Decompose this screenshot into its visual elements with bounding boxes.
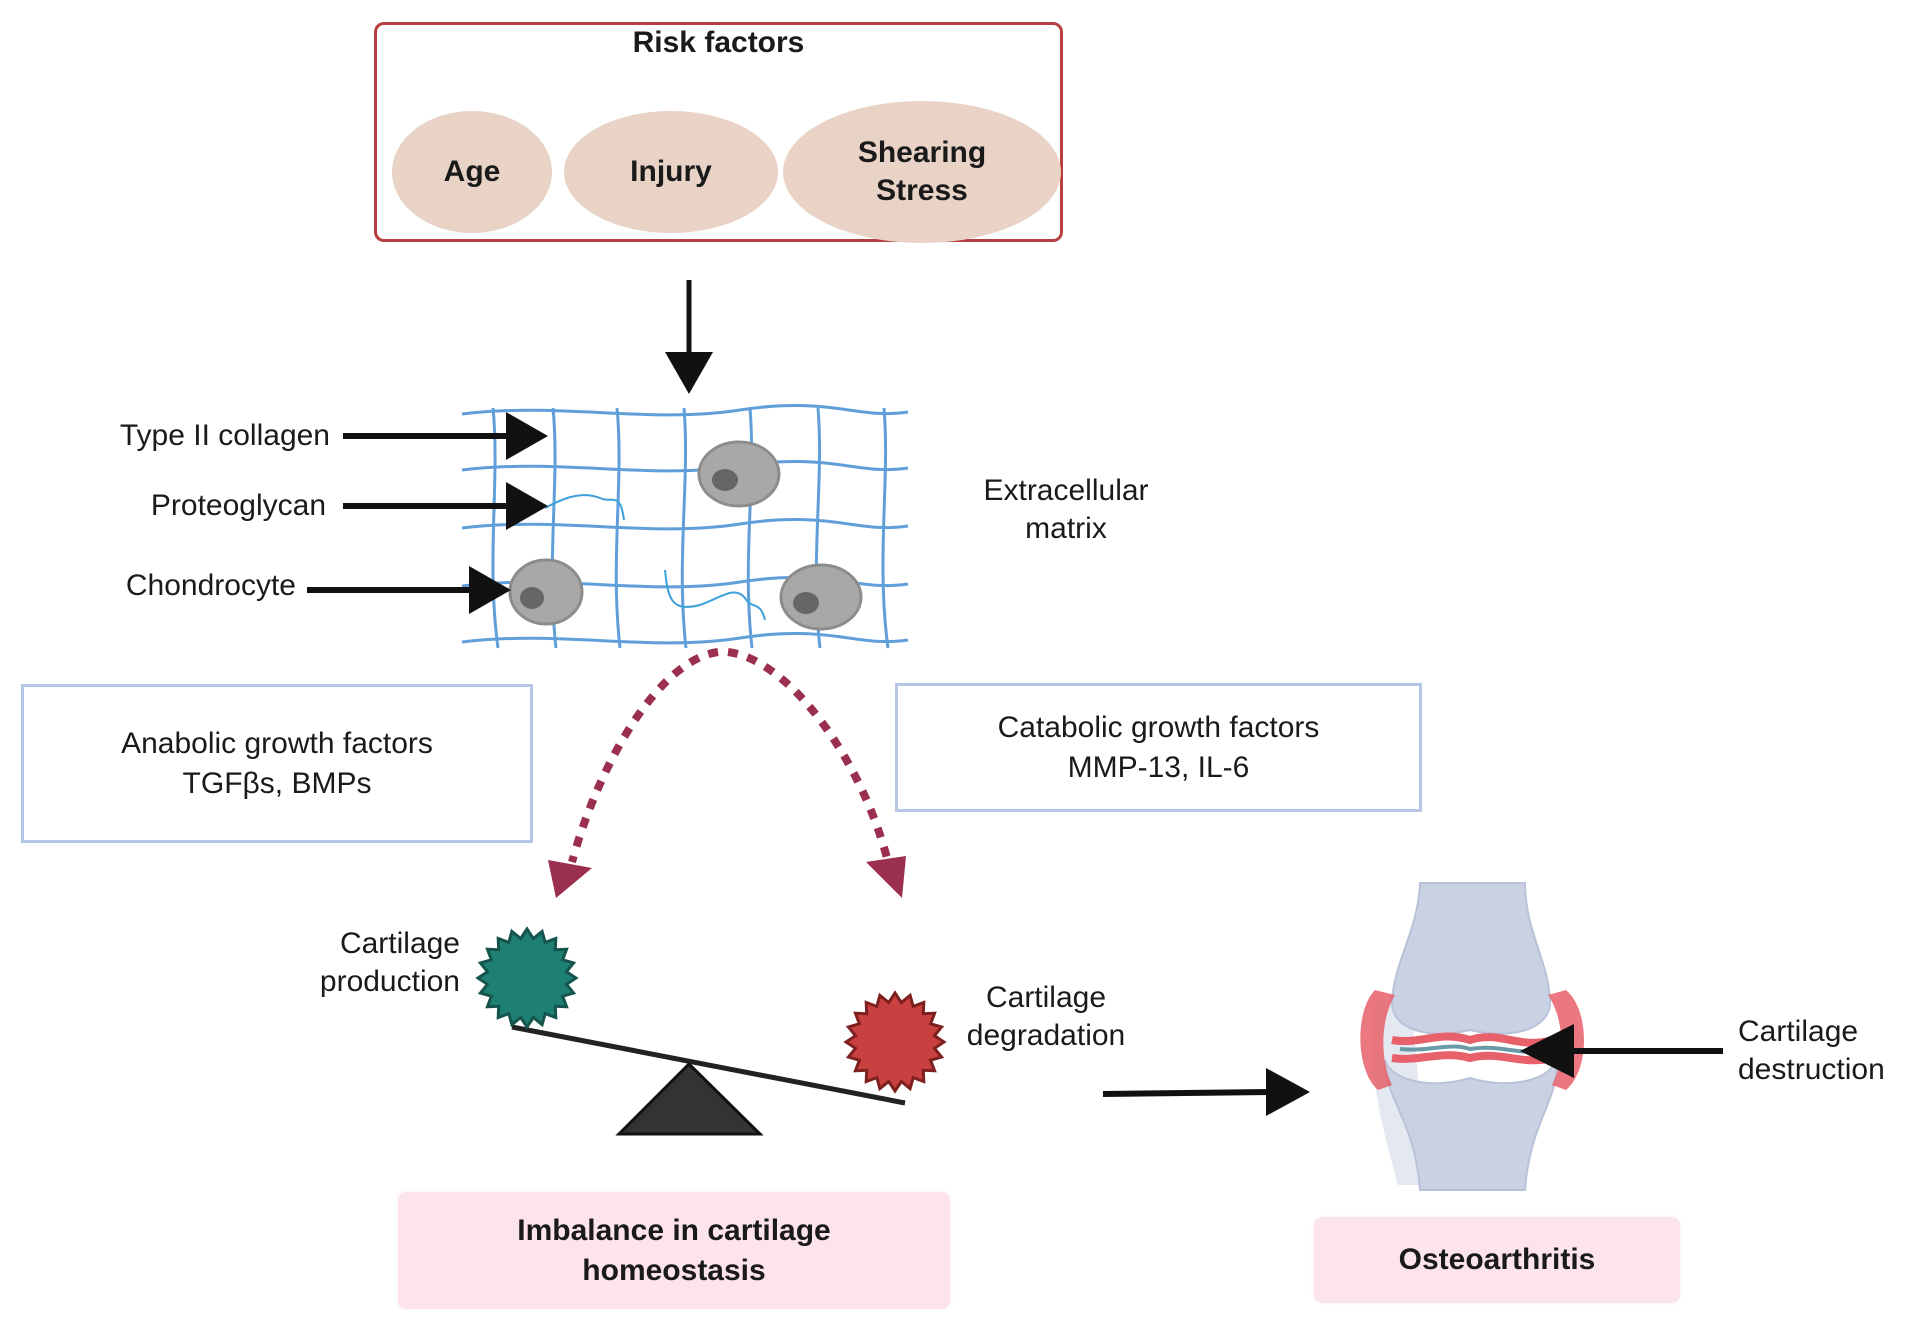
proteoglycan-strands xyxy=(544,494,766,621)
type-ii-collagen-label: Type II collagen xyxy=(119,419,330,452)
anabolic-growth-factors-box: Anabolic growth factors TGFβs, BMPs xyxy=(21,684,533,843)
chondrocyte-cell xyxy=(508,558,584,626)
risk-factor-label: Shearing xyxy=(857,136,987,169)
risk-factor-label: Stress xyxy=(876,174,968,207)
anabolic-title: Anabolic growth factors xyxy=(121,726,433,760)
risk-factor-age: Age xyxy=(392,111,552,233)
extracellular-matrix-label: Extracellular matrix xyxy=(956,472,1176,548)
chondrocyte-cell xyxy=(779,563,863,631)
destruction-pointer-arrow xyxy=(1520,1024,1723,1078)
anabolic-examples: TGFβs, BMPs xyxy=(182,766,372,800)
label-line: Cartilage xyxy=(985,981,1107,1014)
label-line: degradation xyxy=(966,1019,1126,1052)
cartilage-destruction-label: Cartilage destruction xyxy=(1738,1013,1885,1089)
label-line: production xyxy=(319,965,460,998)
cartilage-production-label: Cartilage production xyxy=(260,925,460,1001)
risk-factor-shearing-stress: Shearing Stress xyxy=(783,101,1061,243)
anabolic-dotted-arrow xyxy=(548,648,719,898)
down-arrow xyxy=(665,280,713,394)
imbalance-line: homeostasis xyxy=(582,1253,766,1287)
risk-factor-label: Age xyxy=(443,155,501,188)
risk-factors-title: Risk factors xyxy=(632,26,805,59)
seesaw xyxy=(511,1024,906,1136)
progression-arrow xyxy=(1102,1068,1310,1116)
chondrocyte-label: Chondrocyte xyxy=(125,569,296,602)
catabolic-examples: MMP-13, IL-6 xyxy=(1067,750,1250,784)
osteoarthritis-label: Osteoarthritis xyxy=(1398,1243,1596,1276)
label-line: Cartilage xyxy=(339,927,460,960)
imbalance-homeostasis-box: Imbalance in cartilage homeostasis xyxy=(398,1192,950,1309)
star-shape xyxy=(843,990,947,1094)
degradation-star-icon xyxy=(843,990,947,1094)
osteoarthritis-box: Osteoarthritis xyxy=(1314,1217,1680,1303)
extracellular-matrix-line: Extracellular xyxy=(983,474,1149,507)
extracellular-matrix-line: matrix xyxy=(1025,512,1107,545)
catabolic-growth-factors-box: Catabolic growth factors MMP-13, IL-6 xyxy=(895,683,1422,812)
proteoglycan-label: Proteoglycan xyxy=(150,489,326,522)
catabolic-dotted-arrow xyxy=(727,648,906,898)
imbalance-line: Imbalance in cartilage xyxy=(517,1213,831,1247)
collagen-pointer-arrow xyxy=(343,412,548,460)
label-line: destruction xyxy=(1738,1053,1885,1086)
chondrocyte-cell xyxy=(697,440,781,508)
risk-factors-box xyxy=(374,22,1063,242)
label-line: Cartilage xyxy=(1738,1015,1859,1048)
risk-factor-label: Injury xyxy=(630,155,712,188)
catabolic-title: Catabolic growth factors xyxy=(997,710,1320,744)
star-shape xyxy=(475,926,579,1030)
chondrocyte-pointer-arrow xyxy=(307,566,511,614)
cartilage-degradation-label: Cartilage degradation xyxy=(946,979,1146,1055)
production-star-icon xyxy=(475,926,579,1030)
proteoglycan-pointer-arrow xyxy=(343,482,548,530)
risk-factor-injury: Injury xyxy=(564,111,778,233)
knee-joint-illustration xyxy=(1360,882,1584,1191)
